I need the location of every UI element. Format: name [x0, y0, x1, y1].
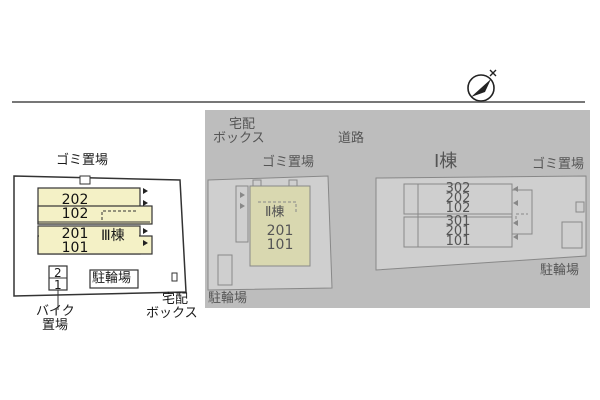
building-name-i: Ⅰ棟 [434, 151, 458, 172]
unit-label: 201 [266, 223, 294, 239]
building-name-iii: Ⅲ棟 [101, 228, 125, 244]
motorbike-label-line1: バイク [36, 304, 75, 319]
unit-label: 101 [445, 234, 471, 249]
garbage-label-iii: ゴミ置場 [56, 153, 109, 168]
bicycle-box [89, 269, 139, 289]
unit-label: 201 [61, 226, 89, 242]
unit-label: 301 [445, 214, 471, 229]
unit-label: 201 [445, 224, 471, 239]
left-site [13, 175, 187, 310]
delivery-box [171, 272, 178, 282]
road-label: 道路 [338, 131, 365, 146]
bicycle-parking-label-i: 駐輪場 [540, 263, 580, 278]
unit-label: 101 [266, 237, 294, 253]
building-ii-block [249, 185, 311, 267]
unit-label: 102 [61, 206, 89, 222]
bicycle-parking-label-ii: 駐輪場 [208, 291, 248, 306]
garbage-label-i: ゴミ置場 [532, 157, 585, 172]
overlay-delivery-label-line2: ボックス [213, 131, 265, 146]
unit-label: 101 [61, 240, 89, 256]
bike-number: 1 [54, 278, 62, 292]
building-name-ii: Ⅱ棟 [265, 205, 285, 220]
overlay-area [205, 110, 590, 308]
unit-label: 202 [445, 191, 471, 206]
delivery-box-label-line1: 宅配 [162, 292, 189, 307]
delivery-box-label-line2: ボックス [146, 306, 198, 321]
unit-label: 302 [445, 181, 471, 196]
unit-label: 102 [445, 201, 471, 216]
bike-number: 2 [54, 266, 62, 280]
motorbike-label-line2: 置場 [42, 318, 69, 333]
garbage-box [79, 175, 91, 185]
unit-label: 202 [61, 192, 89, 208]
overlay-delivery-label-line1: 宅配 [229, 117, 256, 132]
garbage-label-ii: ゴミ置場 [262, 155, 315, 170]
compass-icon [467, 69, 497, 102]
bicycle-parking-label-iii: 駐輪場 [92, 271, 132, 286]
